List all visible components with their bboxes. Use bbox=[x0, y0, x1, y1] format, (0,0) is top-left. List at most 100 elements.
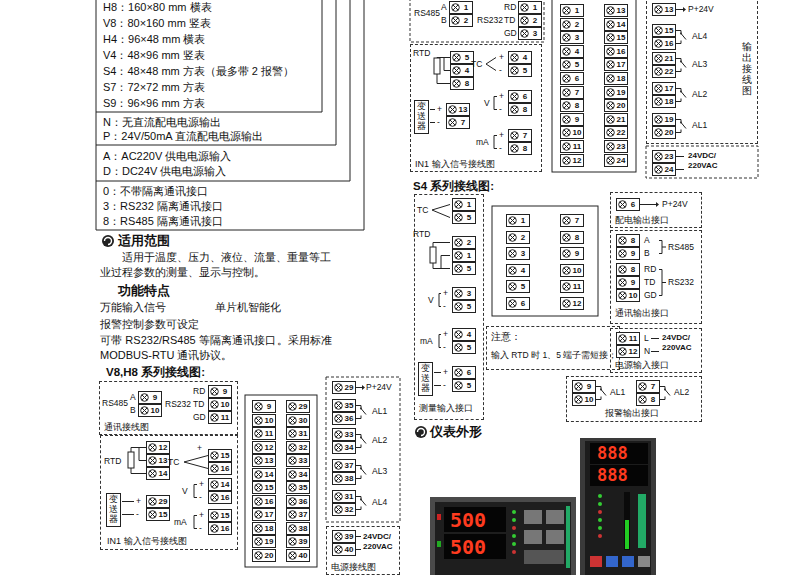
signal-name: + bbox=[199, 509, 204, 522]
screw-symbol bbox=[619, 250, 627, 258]
terminal-block: 12 bbox=[616, 345, 640, 358]
signal-name: + bbox=[443, 366, 448, 379]
screw-symbol bbox=[290, 539, 295, 544]
screw-symbol bbox=[620, 349, 625, 354]
wire bbox=[194, 516, 197, 529]
screw-symbol bbox=[454, 368, 463, 377]
model-code: A：AC220V 供电电源输入 bbox=[103, 149, 231, 163]
terminal-number: 31 bbox=[343, 491, 355, 502]
terminal-block: 4 bbox=[450, 64, 474, 77]
instrument-photo bbox=[638, 556, 650, 567]
terminal-block: 1 bbox=[452, 198, 476, 211]
screw-symbol bbox=[607, 61, 615, 69]
model-code-bracket bbox=[96, 0, 364, 230]
wire bbox=[494, 136, 497, 149]
model-code: N：无直流配电电源输出 bbox=[103, 115, 221, 129]
terminal-number: 10 bbox=[571, 127, 583, 138]
terminal-block: 9 bbox=[560, 113, 584, 126]
screw-symbol bbox=[149, 444, 157, 452]
screw-symbol bbox=[655, 85, 663, 93]
screw-symbol bbox=[564, 22, 569, 27]
screw-symbol bbox=[562, 299, 571, 308]
terminal-number: 11 bbox=[627, 333, 639, 344]
terminal-block: 18 bbox=[252, 522, 276, 535]
screw-symbol bbox=[255, 524, 263, 532]
terminal-number: 8 bbox=[519, 143, 531, 154]
terminal-block: 6 bbox=[616, 198, 640, 211]
screw-symbol bbox=[563, 283, 571, 291]
screw-symbol bbox=[656, 86, 661, 91]
screw-symbol bbox=[254, 429, 263, 438]
screw-symbol bbox=[210, 511, 219, 520]
instrument-photo bbox=[598, 494, 602, 498]
terminal-block: 1 bbox=[560, 4, 584, 17]
terminal-number: 37 bbox=[343, 460, 355, 471]
instrument-photo bbox=[546, 510, 564, 524]
screw-symbol bbox=[510, 131, 519, 140]
instrument-photo bbox=[512, 534, 516, 538]
screw-symbol bbox=[454, 238, 463, 247]
screw-symbol bbox=[564, 130, 569, 135]
screw-symbol bbox=[210, 493, 219, 502]
screw-symbol bbox=[655, 27, 663, 35]
panel-caption: 输出接线图 bbox=[742, 41, 752, 96]
signal-name: mA bbox=[476, 136, 489, 149]
signal-name: A bbox=[130, 391, 136, 404]
terminal-number: 40 bbox=[343, 544, 355, 555]
screw-symbol bbox=[656, 130, 661, 135]
screw-symbol bbox=[212, 389, 217, 394]
screw-symbol bbox=[620, 251, 625, 256]
screw-symbol bbox=[508, 249, 517, 258]
relay-switch bbox=[676, 89, 686, 102]
screw-symbol bbox=[289, 551, 297, 559]
terminal-number: 23 bbox=[663, 151, 675, 162]
signal-name: + bbox=[199, 478, 204, 491]
screw-symbol bbox=[564, 158, 569, 163]
signal-name: + bbox=[136, 495, 141, 508]
terminal-block: 7 bbox=[560, 86, 584, 99]
terminal-number: 16 bbox=[263, 496, 275, 507]
terminal-number: 6 bbox=[517, 298, 529, 309]
terminal-number: 8 bbox=[627, 264, 639, 275]
terminal-block: 10 bbox=[138, 404, 162, 417]
terminal-block: 9 bbox=[138, 391, 162, 404]
screw-symbol bbox=[210, 387, 219, 396]
screw-symbol bbox=[255, 443, 263, 451]
terminal-block: 5 bbox=[452, 211, 476, 224]
screw-symbol bbox=[654, 54, 663, 63]
signal-name: B bbox=[644, 247, 650, 260]
terminal-block: 37 bbox=[286, 508, 310, 521]
model-code: H4：96×48 mm 横表 bbox=[103, 32, 205, 46]
terminal-block: 2 bbox=[518, 14, 542, 27]
screw-symbol bbox=[522, 31, 527, 36]
terminal-number: 9 bbox=[627, 248, 639, 259]
terminal-number: 38 bbox=[343, 473, 355, 484]
instrument-photo bbox=[546, 530, 564, 544]
screw-symbol bbox=[212, 513, 217, 518]
screw-symbol bbox=[606, 47, 615, 56]
terminal-number: 33 bbox=[297, 455, 309, 466]
signal-name: L bbox=[644, 332, 649, 345]
screw-symbol bbox=[210, 464, 219, 473]
terminal-block: 4 bbox=[508, 51, 532, 64]
screw-symbol bbox=[455, 201, 463, 209]
feature-text: 单片机智能化 bbox=[215, 300, 281, 315]
terminal-number: 34 bbox=[297, 469, 309, 480]
screw-symbol bbox=[149, 498, 157, 506]
screw-symbol bbox=[656, 28, 661, 33]
screw-symbol bbox=[336, 507, 341, 512]
screw-symbol bbox=[563, 233, 571, 241]
screw-symbol bbox=[563, 156, 571, 164]
screw-symbol bbox=[335, 493, 343, 501]
screw-symbol bbox=[288, 443, 297, 452]
screw-symbol bbox=[455, 331, 463, 339]
dashed-panel bbox=[646, 146, 758, 178]
terminal-block: 15 bbox=[208, 509, 232, 522]
terminal-number: 39 bbox=[297, 536, 309, 547]
screw-symbol bbox=[656, 99, 661, 104]
signal-name: AL4 bbox=[692, 30, 707, 43]
signal-name: + bbox=[499, 90, 504, 103]
screw-symbol bbox=[456, 240, 461, 245]
screw-symbol bbox=[607, 143, 615, 151]
terminal-number: 36 bbox=[343, 413, 355, 424]
